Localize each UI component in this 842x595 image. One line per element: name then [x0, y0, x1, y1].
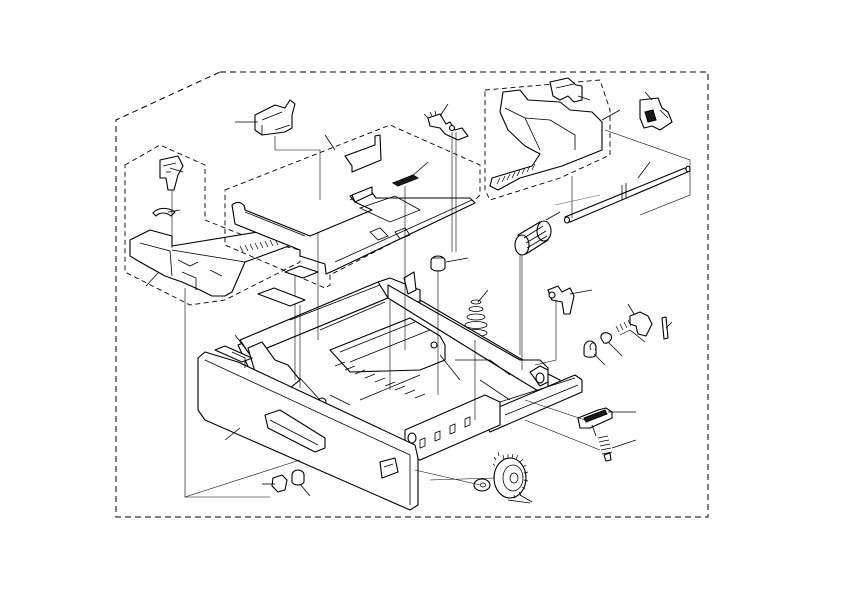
left-fence-spring-clip: [152, 207, 176, 217]
leader-actuator: [409, 161, 429, 179]
leader-pin: [665, 321, 673, 329]
bushing: [583, 340, 597, 358]
leader-release-lever: [569, 289, 593, 295]
clip-part: [271, 474, 288, 493]
leader-knob: [299, 483, 311, 497]
front-cover: [197, 345, 419, 511]
right-side-fence: [489, 89, 603, 191]
leader-cam-spring: [629, 329, 646, 343]
tray-shaft: [563, 165, 691, 224]
leader-left-clip: [169, 167, 184, 173]
top-bracket: [254, 99, 296, 136]
left-fence-clip: [159, 155, 184, 191]
leader-spring: [477, 289, 489, 303]
callout-leaders: [145, 91, 673, 504]
outer-dashed-frame: [115, 71, 709, 518]
leader-e-ring: [607, 341, 623, 357]
feed-roller: [514, 220, 552, 256]
leader-bushing: [593, 353, 606, 366]
end-fence-frame: [231, 186, 476, 275]
right-fence-group-outline: [484, 79, 611, 201]
leader-idle-gear: [445, 257, 469, 263]
leader-left-spring-clip: [167, 209, 181, 213]
knob-part: [291, 469, 305, 486]
leader-roller: [545, 211, 561, 221]
release-lever: [547, 285, 575, 315]
paper-size-actuator: [391, 174, 420, 187]
pad-holder: [577, 407, 613, 437]
leader-tray-body: [234, 334, 249, 353]
left-fence-group-outline: [124, 144, 301, 306]
leader-front-cover: [224, 427, 241, 441]
gear-washer: [473, 478, 491, 492]
right-fence-clip: [549, 77, 583, 103]
leader-stopper: [644, 91, 653, 101]
e-ring: [600, 332, 612, 344]
leader-right-fence: [601, 109, 621, 121]
leader-gear: [507, 494, 533, 504]
end-fence-tab: [344, 134, 382, 173]
tray-body: [237, 271, 583, 461]
sensor-lever-assembly: [423, 110, 469, 141]
drive-gear: [492, 451, 529, 499]
projection-lines: [171, 129, 691, 498]
leader-left-fence: [145, 272, 159, 287]
cam-assembly: [615, 311, 669, 340]
leader-end-fence: [324, 134, 336, 151]
leader-shaft: [637, 161, 651, 179]
leader-lever-assembly: [439, 103, 449, 117]
leader-right-clip: [577, 95, 591, 101]
pad-spring: [597, 435, 613, 462]
leader-pad-spring: [611, 439, 637, 449]
leader-cam: [627, 303, 635, 315]
idle-gear: [430, 255, 446, 272]
sensor-plates: [257, 265, 319, 307]
stopper: [639, 97, 673, 131]
